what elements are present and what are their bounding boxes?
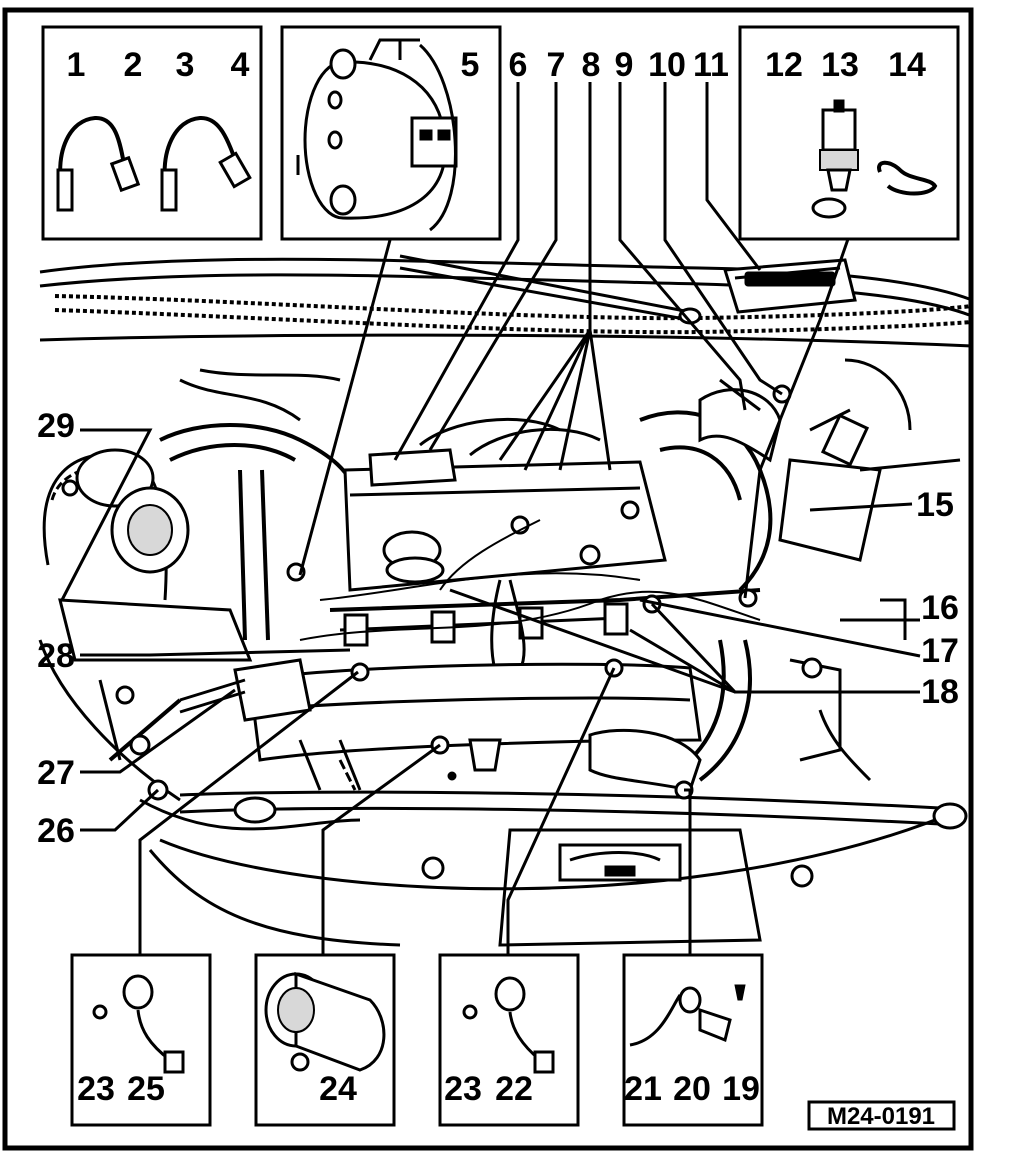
inset-temperature-sender	[738, 25, 960, 241]
callout-7: 7	[547, 46, 566, 84]
callout-12: 12	[765, 46, 803, 84]
figure-code-box	[807, 1100, 956, 1131]
callout-5: 5	[461, 46, 480, 84]
callout-28: 28	[37, 637, 75, 675]
callout-8: 8	[582, 46, 601, 84]
engine-bay-drawing	[38, 254, 973, 947]
inset-pressure-switch	[622, 953, 764, 1127]
callout-1: 1	[67, 46, 86, 84]
callout-10: 10	[648, 46, 686, 84]
leader-lines	[60, 82, 921, 955]
inset-oxygen-sensors	[41, 25, 263, 241]
inset-knock-sensor-left	[70, 953, 212, 1127]
callout-11: 11	[693, 46, 729, 84]
callout-3: 3	[176, 46, 195, 84]
callout-27: 27	[37, 754, 75, 792]
outer-frame	[2, 7, 974, 1151]
callout-23-right: 23	[444, 1070, 482, 1108]
callout-6: 6	[509, 46, 528, 84]
callout-18: 18	[921, 673, 959, 711]
callout-13: 13	[821, 46, 859, 84]
callout-22: 22	[495, 1070, 533, 1108]
callout-26: 26	[37, 812, 75, 850]
callout-25: 25	[127, 1070, 165, 1108]
callout-29: 29	[37, 407, 75, 445]
inset-canister-valve	[280, 25, 502, 241]
callout-23-left: 23	[77, 1070, 115, 1108]
callout-15: 15	[916, 486, 954, 524]
inset-knock-sensor-right	[438, 953, 580, 1127]
figure-code: M24-0191	[827, 1103, 935, 1130]
callout-14: 14	[888, 46, 926, 84]
callout-20: 20	[673, 1070, 711, 1108]
callout-9: 9	[615, 46, 634, 84]
callout-21: 21	[624, 1070, 662, 1108]
callout-2: 2	[124, 46, 143, 84]
callout-4: 4	[231, 46, 250, 84]
callout-19: 19	[722, 1070, 760, 1108]
callout-17: 17	[921, 632, 959, 670]
inset-secondary-air-pump	[254, 953, 396, 1127]
callout-16: 16	[921, 589, 959, 627]
callout-24: 24	[319, 1070, 357, 1108]
callout-labels: 1 2 3 4 5 6 7 8 9 10 11 12 13 14 15 16 1…	[37, 46, 959, 1130]
